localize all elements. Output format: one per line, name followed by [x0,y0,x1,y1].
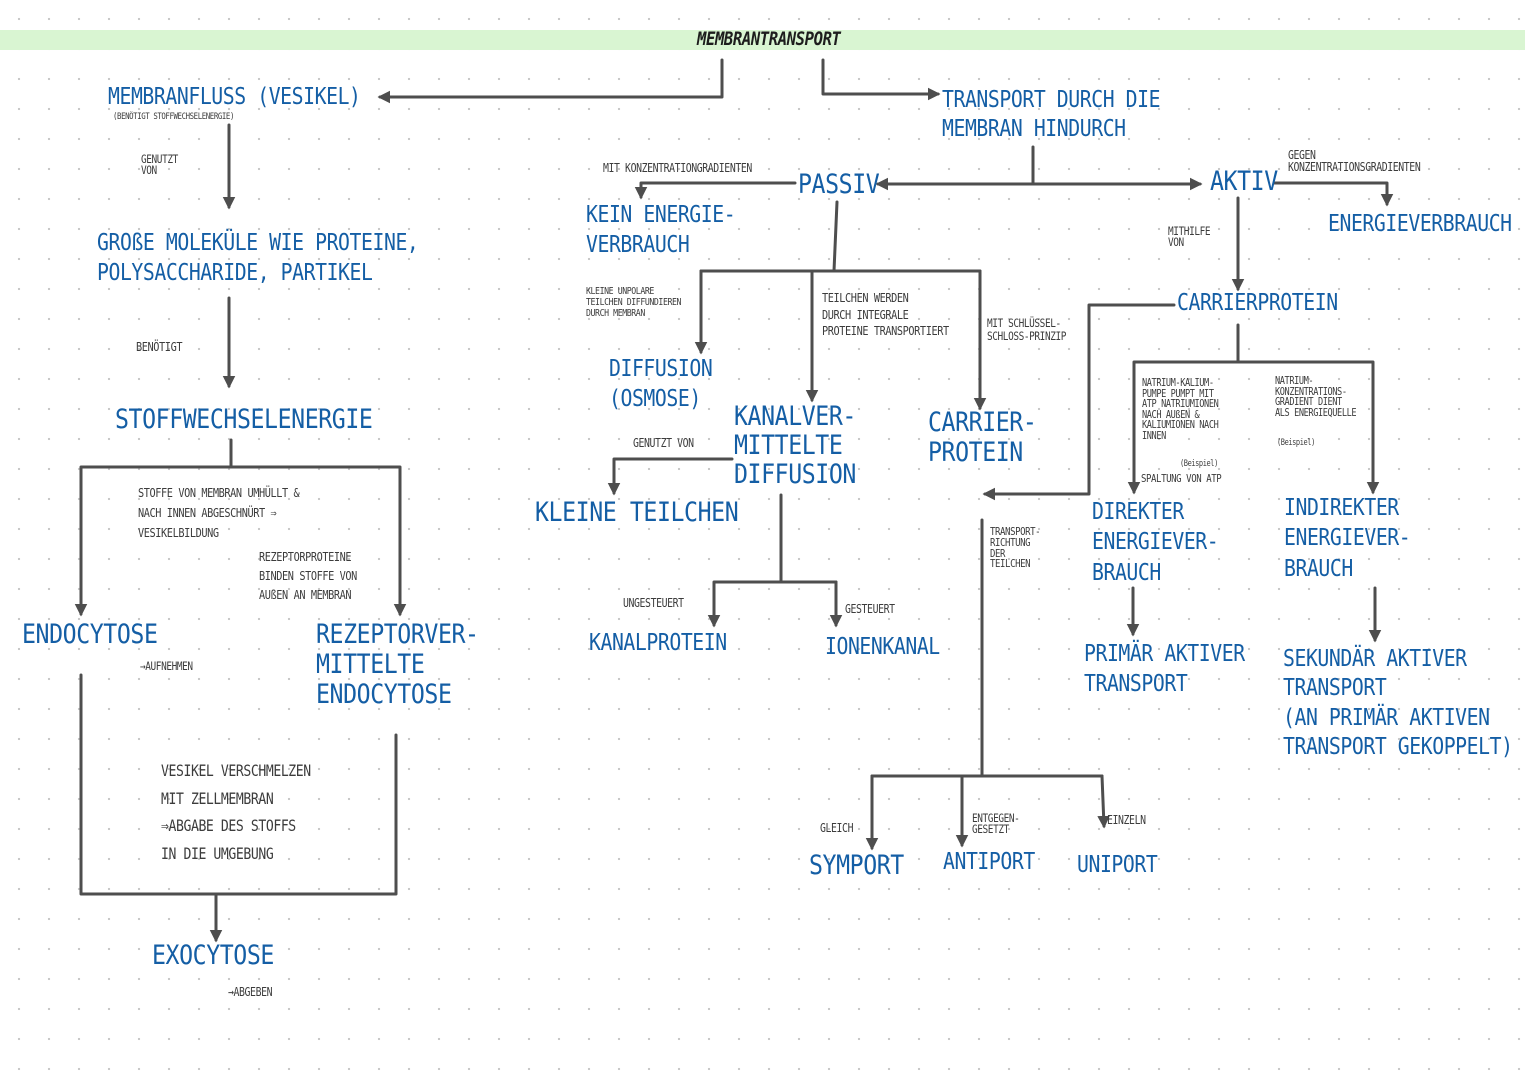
title-highlight [0,30,1525,50]
node-kein-energieverbrauch: KEIN ENERGIE- VERBRAUCH [586,202,736,258]
passiv-down-line [832,200,839,273]
note-gesteuert: GESTEUERT [845,602,895,616]
note-mit-konzentrationsgradienten: MIT KONZENTRATIONGRADIENTEN [603,161,752,175]
arrow-to-uniport [1097,774,1110,829]
note-stoffe-umhuellt: STOFFE VON MEMBRAN UMHÜLLT & NACH INNEN … [138,485,300,540]
node-kleine-teilchen: KLEINE TEILCHEN [535,497,739,528]
note-abgeben: →ABGEBEN [228,985,273,999]
note-mithilfe-von: MITHILFE VON [1168,224,1211,249]
note-ungesteuert: UNGESTEUERT [623,596,684,610]
node-primaer-aktiver-transport: PRIMÄR AKTIVER TRANSPORT [1084,641,1245,697]
arrow-title-to-membranfluss [377,58,724,104]
note-genutzt-von-1: GENUTZT VON [141,152,178,177]
node-rezeptor-endocytose: REZEPTORVER- MITTELTE ENDOCYTOSE [316,619,479,711]
note-einzeln: EINZELN [1107,813,1146,827]
note-natrium-konzentrationsgradient: NATRIUM- KONZENTRATIONS- GRADIENT DIENT … [1275,375,1357,419]
node-symport: SYMPORT [809,850,904,881]
note-aufnehmen: →AUFNEHMEN [140,659,193,673]
node-ionenkanal: IONENKANAL [825,634,940,660]
node-uniport: UNIPORT [1077,852,1158,878]
node-carrierprotein-aktiv: CARRIERPROTEIN [1177,290,1338,316]
node-aktiv: AKTIV [1210,166,1278,197]
note-gegen-konzentrationsgradienten: GEGEN KONZENTRATIONSGRADIENTEN [1288,148,1421,174]
node-sekundaer-aktiver-transport: SEKUNDÄR AKTIVER TRANSPORT (AN PRIMÄR AK… [1283,646,1513,761]
note-rezeptorproteine: REZEPTORPROTEINE BINDEN STOFFE VON AUßEN… [259,549,357,602]
node-endocytose: ENDOCYTOSE [22,619,158,650]
note-vesikel-verschmelzen: VESIKEL VERSCHMELZEN MIT ZELLMEMBRAN ⇒AB… [161,761,311,863]
arrow-to-kanalprotein [714,580,838,625]
diagram-title: MEMBRANTRANSPORT [697,28,841,50]
note-transportrichtung: TRANSPORT- RICHTUNG DER TEILCHEN [990,525,1041,571]
note-entgegengesetzt: ENTGEGEN- GESETZT [972,811,1020,836]
node-diffusion: DIFFUSION (OSMOSE) [609,356,713,413]
note-beispiel-1: (Beispiel) [1180,459,1218,469]
arrow-to-kleine-teilchen [607,457,734,496]
node-transport-durch: TRANSPORT DURCH DIE MEMBRAN HINDURCH [942,87,1161,143]
arrow-to-direkter [1127,360,1240,495]
note-schluessel-schloss: MIT SCHLÜSSEL- SCHLOSS-PRINZIP [987,316,1067,344]
node-exocytose: EXOCYTOSE [152,940,274,971]
arrow-aktiv-to-energieverbrauch [1272,181,1394,207]
note-benoetigt: BENÖTIGT [136,339,183,354]
node-kanal-diffusion: KANALVER- MITTELTE DIFFUSION [734,401,856,490]
node-passiv: PASSIV [798,169,880,200]
node-direkter-energieverbrauch: DIREKTER ENERGIEVER- BRAUCH [1092,499,1219,586]
arrow-to-rezeptor-endocytose [229,465,407,617]
node-stoffwechselenergie: STOFFWECHSELENERGIE [115,404,373,435]
node-antiport: ANTIPORT [943,849,1035,875]
node-energieverbrauch: ENERGIEVERBRAUCH [1328,211,1512,237]
note-gleich: GLEICH [820,821,854,835]
arrow-title-to-transport [821,58,941,101]
note-spaltung-atp: SPALTUNG VON ATP [1141,472,1222,485]
note-natrium-kalium-pumpe: NATRIUM-KALIUM- PUMPE PUMPT MIT ATP NATR… [1142,377,1219,442]
note-kleine-unpolare: KLEINE UNPOLARE TEILCHEN DIFFUNDIEREN DU… [586,286,682,319]
note-teilchen-werden: TEILCHEN WERDEN DURCH INTEGRALE PROTEINE… [822,290,949,338]
node-indirekter-energieverbrauch: INDIREKTER ENERGIEVER- BRAUCH [1284,495,1411,582]
note-genutzt-von-2: GENUTZT VON [633,436,694,450]
note-benoetigt-stoffwechselenergie: (BENÖTIGT STOFFWECHSELENERGIE) [113,112,235,122]
arrow-passiv-to-kein-energie [634,181,797,200]
arrow-to-endocytose [74,465,233,617]
endocytose-to-exocytose-frame [79,673,398,896]
node-membranfluss: MEMBRANFLUSS (VESIKEL) [108,84,361,110]
note-beispiel-2: (Beispiel) [1277,438,1315,448]
node-carrier-protein-passiv: CARRIER- PROTEIN [928,407,1037,468]
node-grosse-molekuele: GROßE MOLEKÜLE WIE PROTEINE, POLYSACCHAR… [97,230,419,286]
node-kanalprotein: KANALPROTEIN [589,630,727,656]
arrow-to-indirekter [1236,360,1380,495]
arrow-carrier-aktiv-to-carrier [982,303,1176,501]
